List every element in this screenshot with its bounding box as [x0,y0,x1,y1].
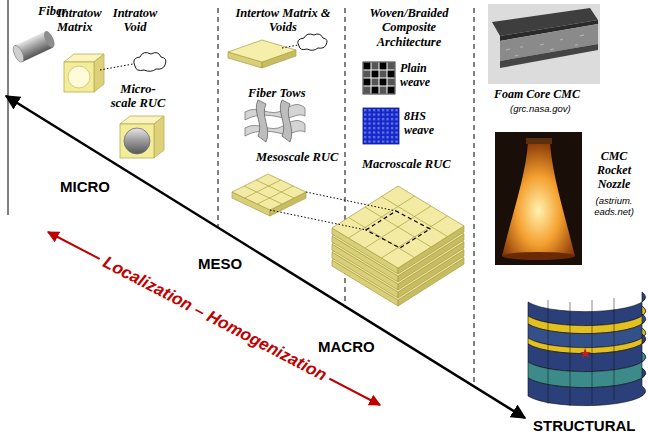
shell-band [528,352,646,388]
tow [280,100,291,142]
weave-lines [244,180,294,204]
foam-core-photo [488,4,600,84]
tow [245,105,305,121]
load-marker [580,348,591,358]
photo-ground [495,132,582,265]
mesh-lines [548,298,614,406]
foam-texture [506,35,584,56]
photo-source: (astrium. eads.net) [585,196,643,218]
column-divider [218,8,219,227]
weave-label: Plain weave [400,62,444,90]
weave-label: 8HS weave [404,110,448,138]
nozzle-glow [502,142,575,256]
fiber-section [124,128,150,154]
shell-band [528,368,646,406]
void-cloud [134,53,166,72]
face-sheet [500,44,598,68]
fiber-end [42,30,57,50]
nozzle-rim [502,252,575,260]
shell-band [528,314,646,348]
matrix-plate [228,40,296,68]
tow [256,100,267,142]
rocket-nozzle-photo [495,132,582,265]
section-heading: Woven/Braided Composite Architecture [350,6,468,49]
cube-face [154,116,164,158]
leader-line [270,210,366,230]
macro-ruc-stack [332,186,464,306]
plain-weave-icon [363,62,395,94]
part-label: Fiber Tows [248,86,306,100]
meso-ruc-plate [232,174,306,216]
tow [245,121,305,137]
cube-face [94,54,104,92]
cube-face [120,124,154,158]
fiber-end [11,44,26,64]
photo-ground [488,4,600,84]
fiber-tows [245,100,305,142]
part-label: Mesoscale RUC [256,150,338,164]
frame-line [8,0,9,215]
leader-line [282,45,298,48]
8hs-weave-icon [363,108,399,144]
localization-arrow [48,232,380,405]
structural-shell [528,292,646,406]
part-label: Macroscale RUC [362,157,451,171]
laminate-layer [332,186,464,274]
leader-line [306,192,396,211]
fiber-hole [68,66,90,88]
ruc-outline [366,211,430,248]
scale-axis [6,96,525,418]
photo-caption: Foam Core CMC [494,88,580,102]
scale-label: MESO [198,255,242,272]
plate-face [232,174,306,210]
column-divider [474,8,475,386]
leader-line [100,64,133,70]
shell-band [528,334,646,372]
nozzle-throat [526,138,552,144]
matrix-cube [64,54,104,92]
shell-band [528,292,646,326]
photo-source: (grc.nasa.gov) [510,104,571,115]
photo-caption: CMC Rocket Nozzle [585,150,643,191]
scale-label: MACRO [318,338,375,355]
micro-ruc-cube [120,116,164,158]
part-label: Intratow Matrix [57,6,112,35]
scale-label: MICRO [60,178,110,195]
void-cloud [298,34,327,50]
part-label: Intratow Void [108,6,162,35]
scale-label: STRUCTURAL [533,417,636,434]
part-label: Micro-scale RUC [108,82,168,111]
part-label: Intertow Matrix & Voids [228,6,338,35]
weave-lines [349,196,448,258]
cube-face [64,62,94,92]
fiber-cylinder [11,30,57,64]
plate-face [228,40,296,62]
